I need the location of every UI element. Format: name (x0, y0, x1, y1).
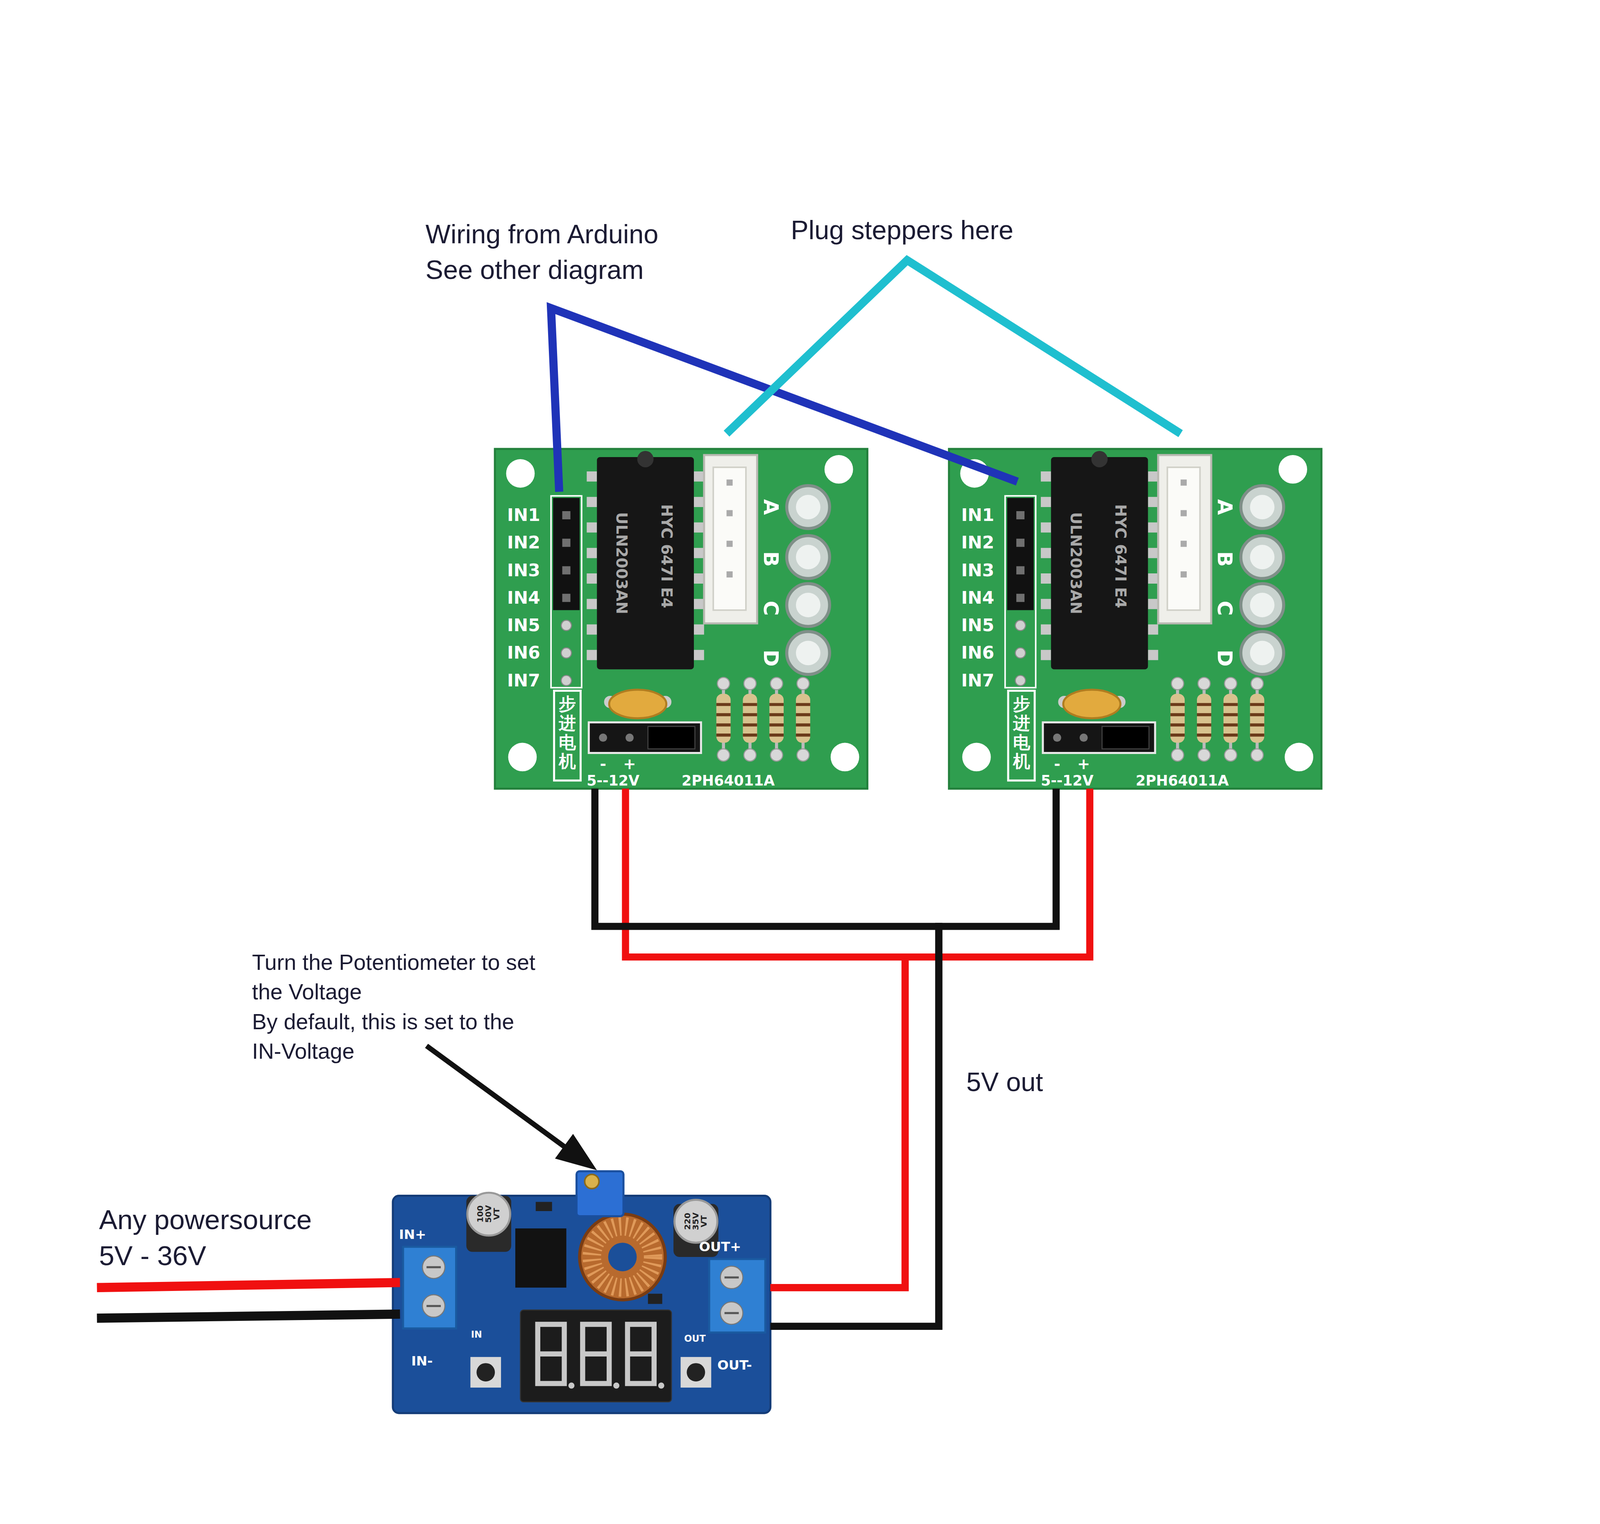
model-number: 2PH64011A (1135, 773, 1229, 788)
annotation: Wiring from Arduino See other diagram (425, 216, 681, 288)
screw (720, 1302, 744, 1325)
phase-label: A (1214, 499, 1235, 516)
terminal-label: OUT+ (698, 1240, 742, 1254)
display-dot (568, 1382, 575, 1389)
screw-slot (426, 1266, 441, 1269)
model-number: 2PH64011A (681, 773, 775, 788)
capacitor-top (467, 1192, 511, 1236)
segment-display (520, 1310, 672, 1403)
input-label: Any powersource 5V - 36V (99, 1201, 326, 1274)
buck-converter: IN+ IN- OUT+ OUT- IN OUT 100 50V VT 220 35V VT (392, 1196, 771, 1414)
pin-label: IN3 (507, 561, 541, 579)
leader-line (550, 308, 1018, 492)
terminal-label: OUT- (717, 1358, 753, 1372)
pin-label: IN2 (507, 534, 541, 552)
regulator-chip (515, 1228, 567, 1288)
polarity-mark: + (623, 756, 636, 772)
phase-label: A (760, 499, 781, 516)
polarity-mark: - (599, 756, 607, 772)
terminal-block (403, 1246, 457, 1329)
potentiometer (576, 1171, 624, 1217)
board-title: 步进电机 (558, 694, 576, 771)
output-label: 5V out (966, 1064, 1043, 1100)
screw-slot (724, 1276, 739, 1279)
terminal-label: IN- (411, 1354, 433, 1368)
driver-board-art (494, 448, 868, 789)
pin-label: IN4 (507, 589, 541, 607)
indicator-label: OUT (684, 1334, 706, 1344)
pin-label: IN5 (507, 616, 541, 635)
potentiometer-screw (584, 1174, 599, 1189)
push-button (470, 1357, 501, 1388)
phase-label: D (1214, 649, 1235, 667)
pin-label: IN3 (961, 561, 995, 579)
arrowhead (555, 1133, 597, 1171)
polarity-mark: + (1077, 756, 1091, 772)
board-title: 步进电机 (1012, 694, 1030, 771)
smd-part (648, 1294, 663, 1305)
phase-label: B (1214, 551, 1235, 567)
phase-label: C (1214, 600, 1235, 616)
power-wire (770, 788, 1091, 1288)
display-digit (537, 1324, 565, 1384)
phase-label: B (760, 551, 781, 567)
input-wire-positive (97, 1282, 401, 1288)
stepper-driver-board: IN1IN2IN3IN4IN5IN6IN7 HYC 647I E4 ULN2003A… (494, 448, 868, 789)
capacitor-marking: 100 50V VT (476, 1204, 501, 1224)
pin-label: IN7 (961, 671, 995, 689)
button-cap (476, 1363, 495, 1382)
pin-label: IN1 (961, 506, 995, 524)
terminal-block (709, 1259, 766, 1333)
indicator-label: IN (471, 1330, 483, 1340)
leader-arrow (426, 1045, 568, 1150)
screw-slot (724, 1312, 739, 1315)
chip-marking: ULN2003AN (613, 512, 629, 615)
polarity-mark: - (1053, 756, 1061, 772)
voltage-label: 5--12V (1040, 773, 1094, 788)
display-digit (627, 1324, 655, 1384)
inductor-winding (591, 1226, 653, 1288)
pin-label: IN1 (507, 506, 541, 524)
capacitor-marking: 220 35V VT (683, 1211, 709, 1232)
pin-label: IN2 (961, 534, 995, 552)
voltage-label: 5--12V (586, 773, 640, 788)
screw (422, 1256, 445, 1279)
chip-marking: ULN2003AN (1067, 512, 1084, 615)
input-wire-negative (97, 1314, 401, 1319)
pcb (392, 1196, 771, 1414)
power-wire (770, 788, 1057, 1327)
push-button (680, 1357, 712, 1388)
pin-label: IN6 (507, 644, 541, 662)
buck-converter-art (392, 1171, 771, 1414)
power-wire (625, 788, 906, 1288)
chip-marking: HYC 647I E4 (658, 504, 674, 609)
phase-label: C (760, 600, 781, 616)
screw (720, 1266, 744, 1289)
pin-label: IN7 (507, 671, 541, 689)
leader-line (726, 260, 1181, 434)
inductor-core (608, 1242, 637, 1272)
annotation: Turn the Potentiometer to set the Voltag… (251, 947, 547, 1007)
terminal-label: IN+ (398, 1228, 427, 1242)
driver-board-art (949, 448, 1322, 789)
capacitor-top (674, 1200, 718, 1244)
annotation: By default, this is set to the IN-Voltag… (251, 1007, 547, 1067)
display-dot (658, 1382, 665, 1389)
smd-part (535, 1202, 553, 1212)
display-digit (582, 1324, 610, 1384)
button-cap (686, 1363, 705, 1382)
stepper-driver-board: IN1IN2IN3IN4IN5IN6IN7 HYC 647I E4 ULN2003A… (949, 448, 1322, 789)
phase-label: D (760, 649, 781, 667)
screw-slot (426, 1305, 441, 1308)
pin-label: IN6 (961, 644, 995, 662)
annotation: Plug steppers here (790, 212, 1014, 248)
display-dot (613, 1382, 620, 1389)
pin-label: IN4 (961, 589, 995, 607)
power-wire (594, 788, 939, 1327)
chip-marking: HYC 647I E4 (1112, 504, 1129, 609)
screw (422, 1294, 445, 1318)
inductor (579, 1214, 666, 1300)
pin-label: IN5 (961, 616, 995, 635)
